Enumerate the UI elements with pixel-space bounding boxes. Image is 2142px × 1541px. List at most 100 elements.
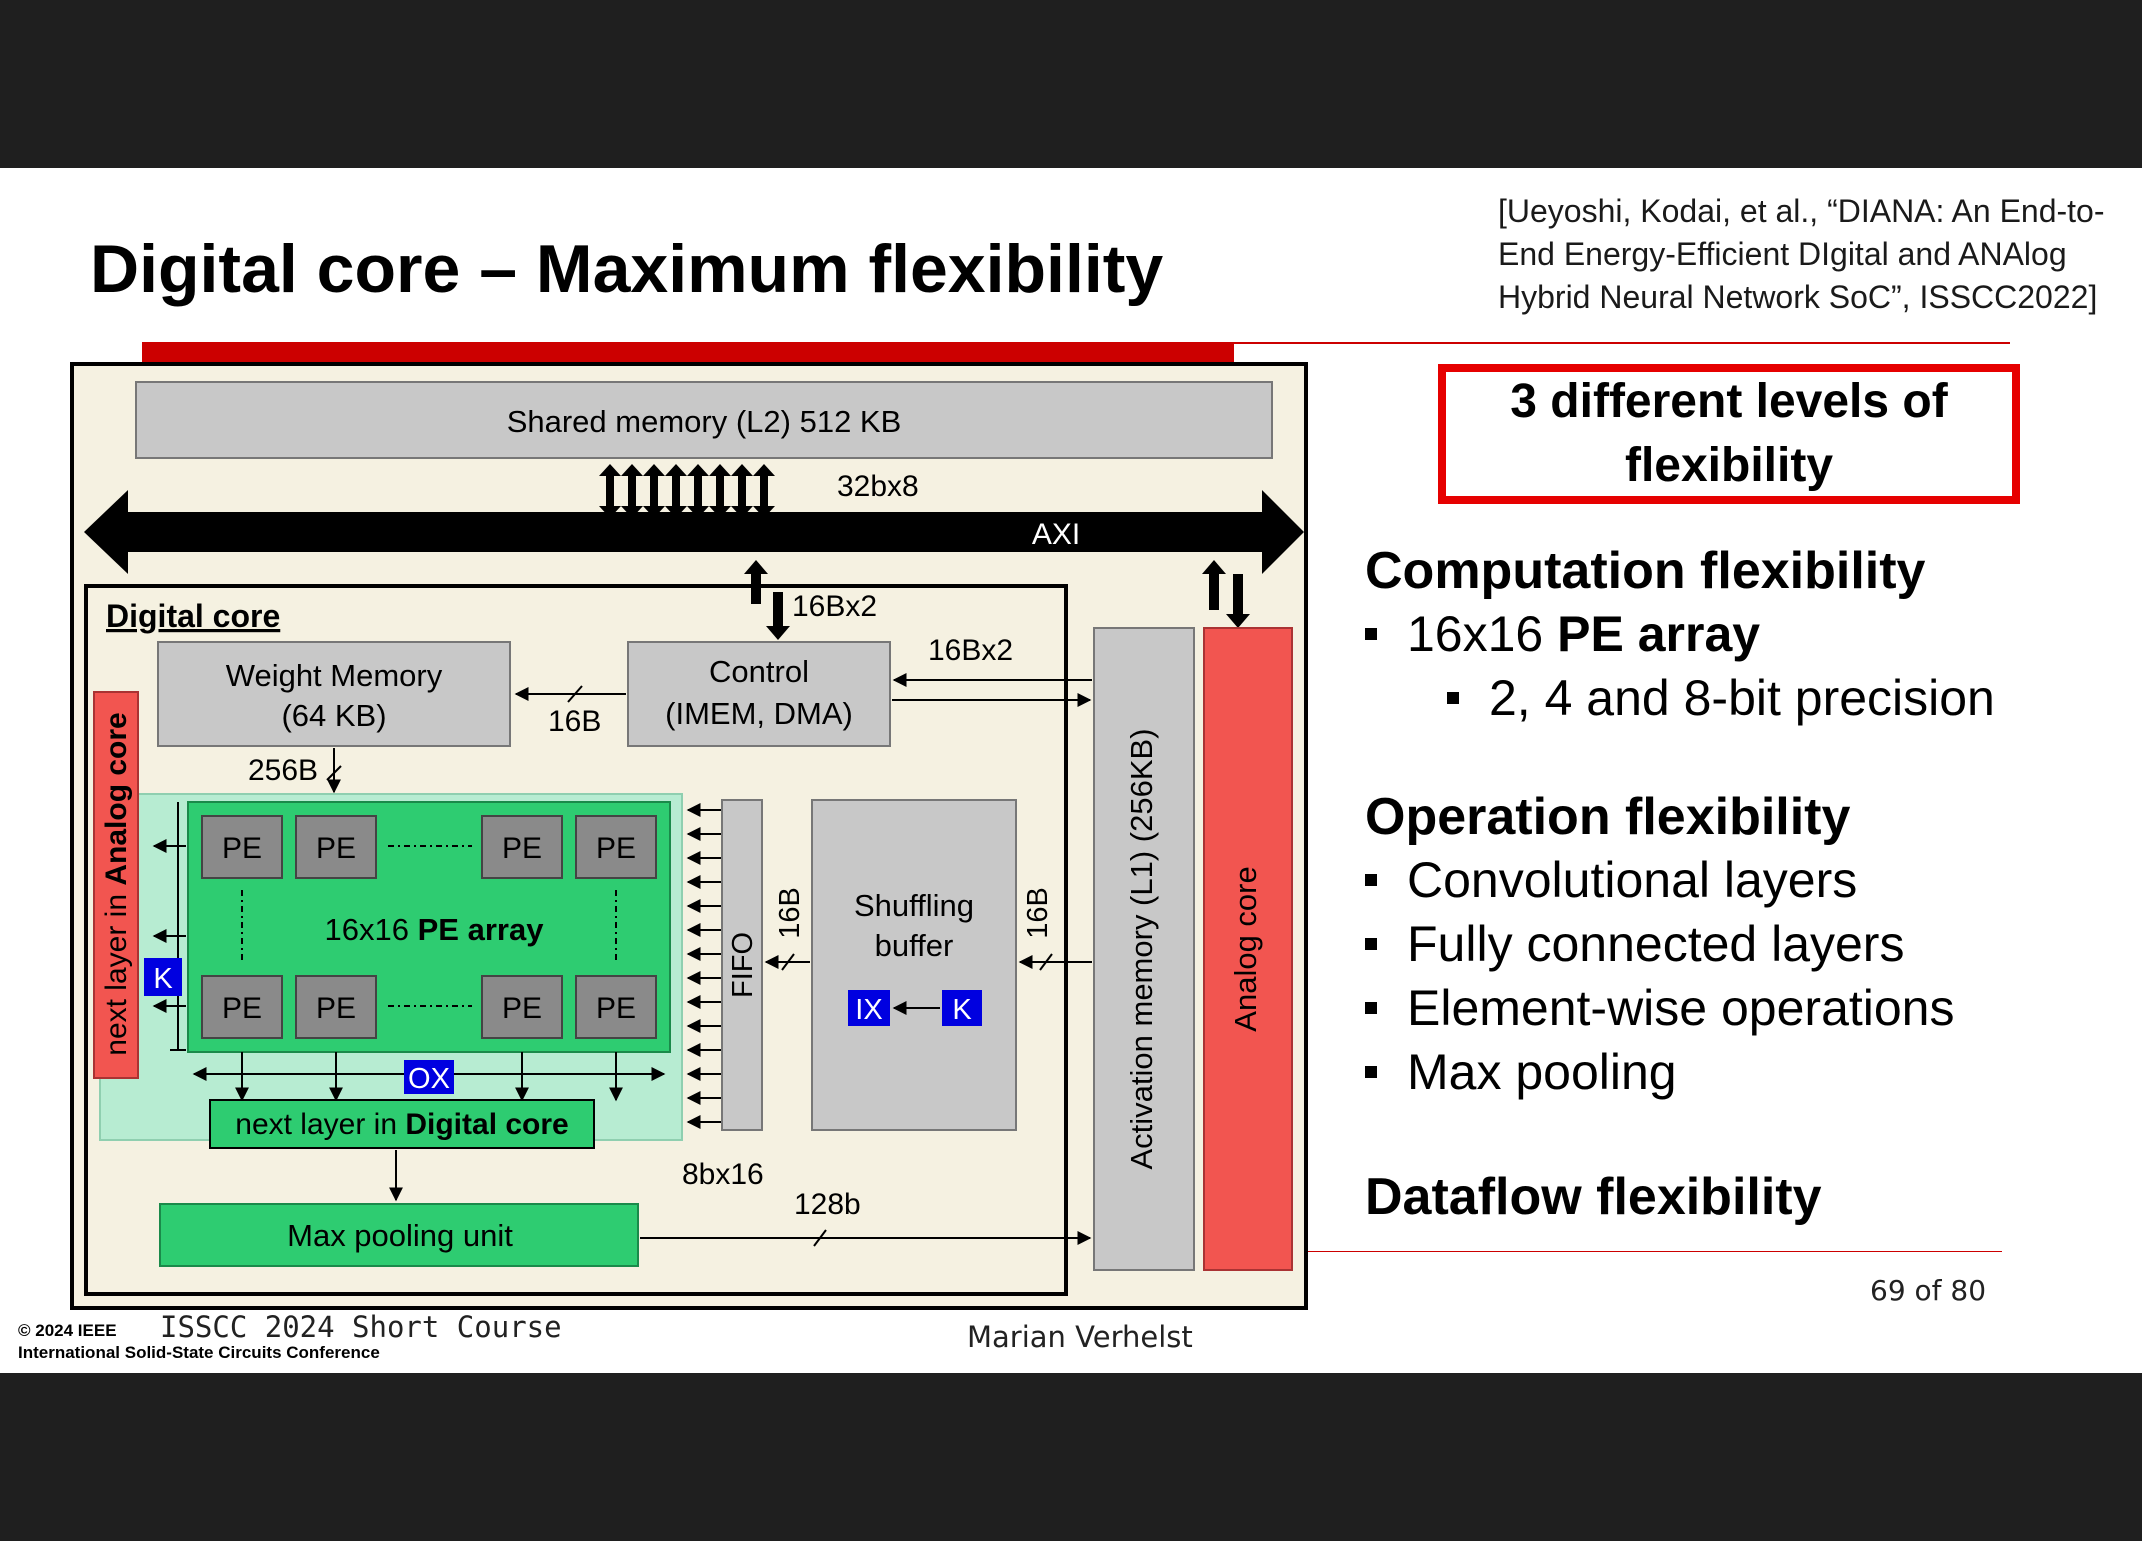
k-tag-shuffle-label: K — [952, 994, 972, 1026]
bullet-text: Element-wise operations — [1407, 980, 1955, 1036]
axi-bus-arrows — [599, 464, 775, 518]
section-computation: Computation flexibility — [1365, 542, 1926, 600]
shuffling-buffer-label-2: buffer — [875, 928, 954, 963]
next-layer-analog-label: next layer in Analog core — [100, 712, 133, 1055]
act-control-width: 16Bx2 — [928, 634, 1013, 667]
pe-cell — [201, 815, 283, 879]
pe-cell-label: PE — [596, 992, 636, 1025]
bullet-square-icon — [1365, 1065, 1377, 1078]
flexibility-callout: 3 different levels of flexibility — [1438, 364, 2020, 504]
section-dataflow: Dataflow flexibility — [1365, 1168, 1822, 1226]
bullet-text: 16x16 — [1407, 606, 1558, 662]
control-bus-width: 16Bx2 — [792, 590, 877, 623]
axi-width-label: 32bx8 — [837, 470, 919, 503]
callout-line-1: 3 different levels of — [1510, 375, 1948, 428]
digital-core-label: Digital core — [106, 598, 280, 634]
bullet-item: Max pooling — [1365, 1040, 2125, 1104]
fifo-input-arrows — [686, 803, 722, 1129]
slide: Digital core – Maximum flexibility [Ueyo… — [0, 168, 2142, 1373]
bullet-square-icon — [1365, 627, 1377, 640]
act-to-shuffle-tick — [1039, 953, 1053, 971]
footer-copyright-line-1: © 2024 IEEE — [18, 1321, 117, 1340]
pe-cell — [481, 815, 563, 879]
callout-line-2: flexibility — [1624, 439, 1834, 492]
pe-cell-label: PE — [502, 992, 542, 1025]
next-layer-analog-block — [93, 691, 139, 1079]
ix-tag-label: IX — [855, 994, 882, 1026]
weight-memory-label-2: (64 KB) — [281, 698, 386, 733]
weight-memory-label-1: Weight Memory — [226, 658, 443, 693]
act-to-shuffle-width: 16B — [1022, 887, 1054, 939]
bullet-list: Computation flexibility 16x16 PE array 2… — [1365, 540, 2125, 1228]
bullet-text: Max pooling — [1407, 1044, 1677, 1100]
control-label-2: (IMEM, DMA) — [665, 696, 853, 731]
bullet-text-bold: PE array — [1557, 606, 1761, 662]
axi-bus — [84, 490, 1304, 574]
pe-array-label: 16x16 PE array — [325, 912, 545, 947]
weight-out-width: 256B — [248, 754, 318, 787]
shuffle-to-fifo-width: 16B — [774, 887, 806, 939]
shuffling-buffer-label-1: Shuffling — [854, 888, 974, 923]
pe-cell-label: PE — [596, 832, 636, 865]
control-to-weight-tick — [567, 685, 583, 703]
pe-cell-label: PE — [316, 992, 356, 1025]
pe-cell — [295, 815, 377, 879]
bullet-text: Fully connected layers — [1407, 916, 1905, 972]
ox-tag — [404, 1060, 454, 1094]
shared-memory-label: Shared memory (L2) 512 KB — [507, 404, 902, 439]
activation-memory-block — [1093, 627, 1195, 1271]
title-underline-bar — [142, 342, 1234, 362]
fifo-block — [721, 799, 763, 1131]
analog-bus-arrows — [1202, 560, 1250, 628]
bullet-square-icon — [1447, 691, 1459, 704]
pe-cell — [481, 975, 563, 1039]
bullet-item: Convolutional layers — [1365, 848, 2125, 912]
pe-cell-label: PE — [222, 992, 262, 1025]
footer-author: Marian Verhelst — [967, 1320, 1193, 1354]
section-operation: Operation flexibility — [1365, 788, 1851, 846]
activation-memory-label: Activation memory (L1) (256KB) — [1124, 728, 1159, 1169]
bullet-text: Convolutional layers — [1407, 852, 1858, 908]
control-bus-arrows — [744, 560, 790, 640]
footer-course: ISSCC 2024 Short Course — [160, 1310, 562, 1344]
bullet-square-icon — [1365, 937, 1377, 950]
k-tag-shuffle — [942, 990, 982, 1026]
next-layer-digital-block — [209, 1099, 595, 1149]
k-tag — [144, 958, 182, 996]
k-tag-label: K — [153, 963, 173, 995]
bullet-item: 16x16 PE array — [1365, 602, 2125, 666]
pe-cell-label: PE — [316, 832, 356, 865]
pe-cell-label: PE — [502, 832, 542, 865]
maxpool-to-act-tick — [813, 1229, 827, 1247]
fifo-label: FIFO — [727, 932, 759, 998]
bullet-item: Element-wise operations — [1365, 976, 2125, 1040]
pe-cell — [295, 975, 377, 1039]
architecture-diagram: Shared memory (L2) 512 KB 32bx8 AXI 16Bx… — [70, 362, 1308, 1310]
control-to-weight-width: 16B — [548, 705, 601, 738]
axi-label: AXI — [1032, 518, 1080, 551]
pe-cell — [575, 975, 657, 1039]
pe-cell — [575, 815, 657, 879]
weight-to-pe-tick — [326, 765, 342, 781]
pe-cell-label: PE — [222, 832, 262, 865]
page-number: 69 of 80 — [1870, 1274, 1987, 1307]
ix-tag — [848, 990, 890, 1026]
fifo-bottom-width: 8bx16 — [682, 1158, 764, 1191]
bullet-square-icon — [1365, 1001, 1377, 1014]
analog-core-label: Analog core — [1228, 866, 1263, 1031]
title-underline-line — [1234, 342, 2010, 344]
max-pooling-block — [159, 1203, 639, 1267]
bullet-square-icon — [1365, 873, 1377, 886]
footer-copyright-line-2: International Solid-State Circuits Confe… — [18, 1343, 380, 1362]
digital-core-frame — [84, 584, 1068, 1296]
control-label-1: Control — [709, 654, 809, 689]
shuffling-buffer-block — [811, 799, 1017, 1131]
bullet-text: 2, 4 and 8-bit precision — [1489, 670, 1995, 726]
analog-core-block — [1203, 627, 1293, 1271]
maxpool-to-act-width: 128b — [794, 1188, 861, 1221]
control-block — [627, 641, 891, 747]
shared-memory-block — [135, 381, 1273, 459]
ox-tag-label: OX — [408, 1063, 450, 1095]
bullet-item: Fully connected layers — [1365, 912, 2125, 976]
next-layer-digital-label: next layer in Digital core — [235, 1108, 568, 1141]
